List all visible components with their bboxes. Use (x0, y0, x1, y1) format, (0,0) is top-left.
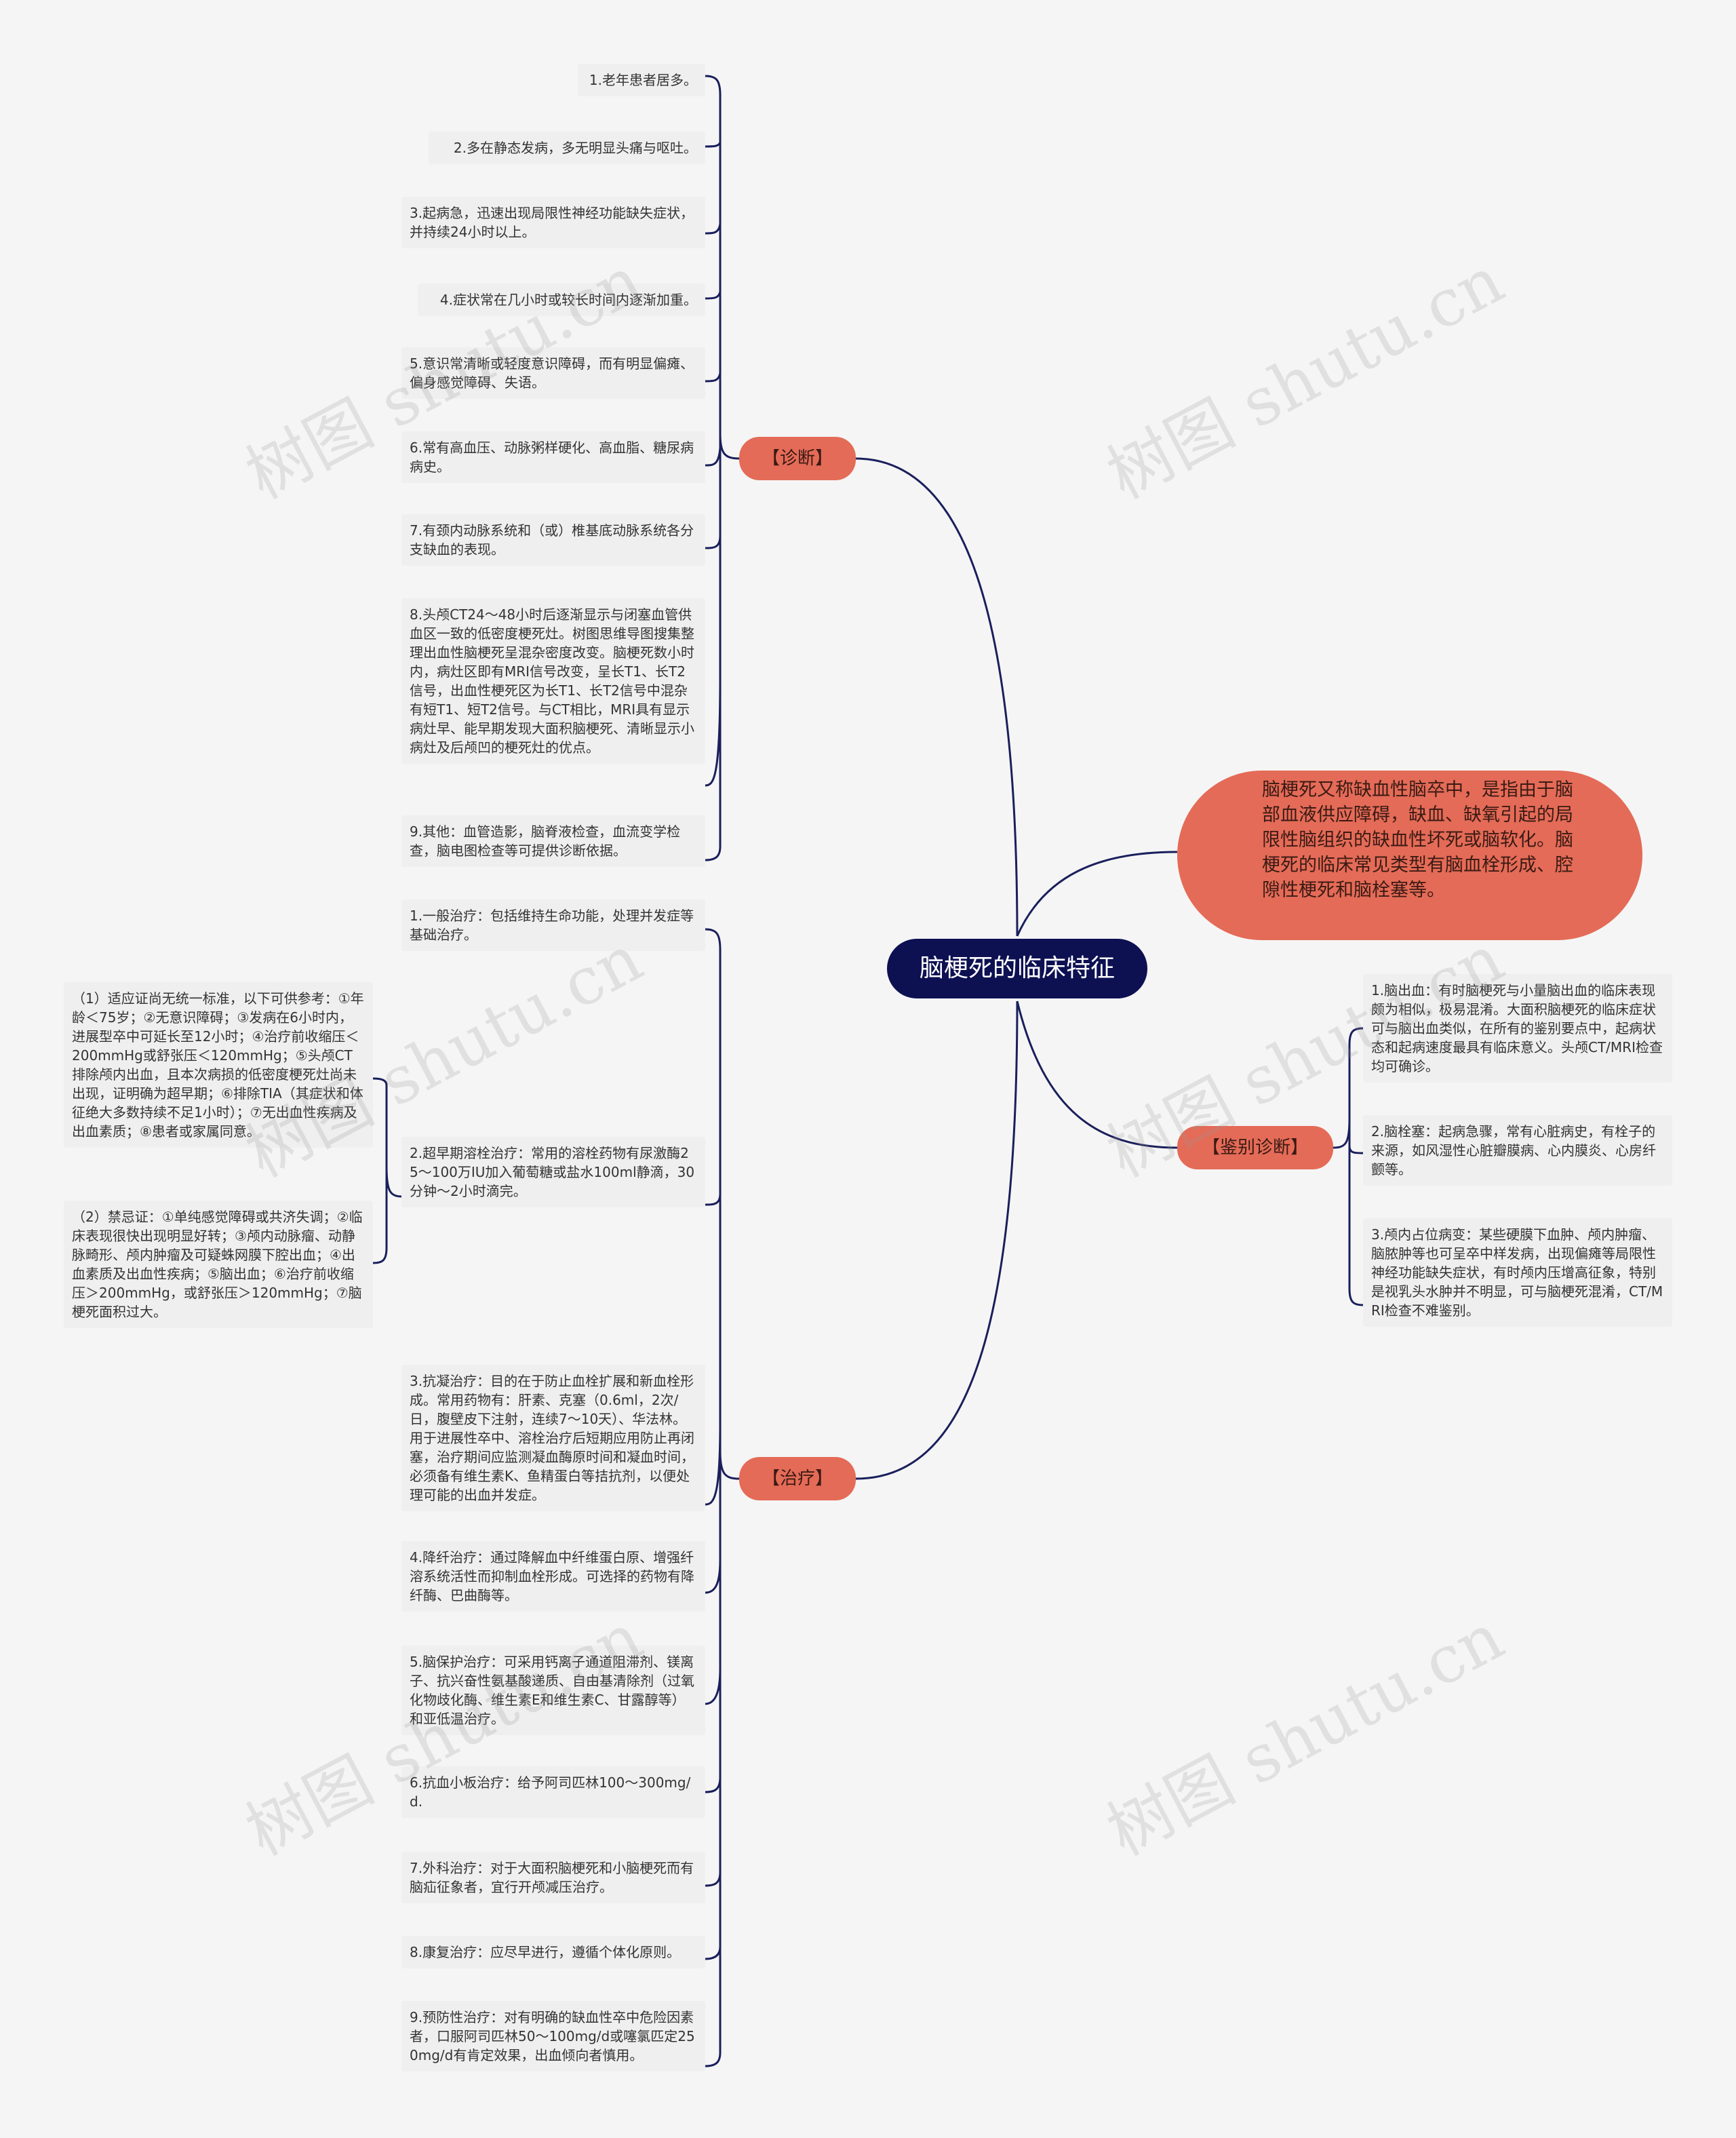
link-root-differential (1016, 1000, 1178, 1149)
diagnosis-item-4[interactable]: 4.症状常在几小时或较长时间内逐渐加重。 (418, 284, 705, 316)
branch-differential[interactable]: 【鉴别诊断】 (1177, 1126, 1333, 1169)
treatment-item-6[interactable]: 6.抗血小板治疗：给予阿司匹林100～300mg/d. (401, 1766, 705, 1818)
treatment-item-5[interactable]: 5.脑保护治疗：可采用钙离子通道阻滞剂、镁离子、抗兴奋性氨基酸递质、自由基清除剂… (401, 1646, 705, 1735)
watermark: 树图 shutu.cn (1095, 241, 1516, 514)
link-root-diagnosis (855, 457, 1019, 937)
treatment-item-2[interactable]: 2.超早期溶栓治疗：常用的溶栓药物有尿激酶25～100万IU加入葡萄糖或盐水10… (401, 1137, 705, 1207)
root-node[interactable]: 脑梗死的临床特征 (887, 939, 1147, 998)
diagnosis-item-1[interactable]: 1.老年患者居多。 (578, 64, 705, 96)
diagnosis-item-7[interactable]: 7.有颈内动脉系统和（或）椎基底动脉系统各分支缺血的表现。 (401, 514, 705, 566)
link-diagnosis-bracket (719, 433, 740, 460)
treatment-item-9[interactable]: 9.预防性治疗：对有明确的缺血性卒中危险因素者，口服阿司匹林50～100mg/d… (401, 2001, 705, 2072)
differential-item-1[interactable]: 1.脑出血：有时脑梗死与小量脑出血的临床表现颇为相似，极易混淆。大面积脑梗死的临… (1363, 974, 1672, 1083)
treatment-item-4[interactable]: 4.降纤治疗：通过降解血中纤维蛋白原、增强纤溶系统活性而抑制血栓形成。可选择的药… (401, 1541, 705, 1612)
thrombolysis-contraindications[interactable]: （2）禁忌证：①单纯感觉障碍或共济失调；②临床表现很快出现明显好转；③颅内动脉瘤… (64, 1201, 373, 1328)
diagnosis-item-6[interactable]: 6.常有高血压、动脉粥样硬化、高血脂、糖尿病病史。 (401, 431, 705, 483)
watermark: 树图 shutu.cn (1095, 1598, 1516, 1871)
treatment-item-3[interactable]: 3.抗凝治疗：目的在于防止血栓扩展和新血栓形成。常用药物有：肝素、克塞（0.6m… (401, 1365, 705, 1511)
treatment-item-8[interactable]: 8.康复治疗：应尽早进行，遵循个体化原则。 (401, 1936, 705, 1968)
diagnosis-item-2[interactable]: 2.多在静态发病，多无明显头痛与呕吐。 (429, 132, 705, 164)
link-root-treatment (855, 1000, 1019, 1480)
treatment-item-1[interactable]: 1.一般治疗：包括维持生命功能，处理并发症等基础治疗。 (401, 899, 705, 951)
link-root-description (1016, 851, 1178, 937)
thrombolysis-indications[interactable]: （1）适应证尚无统一标准，以下可供参考：①年龄＜75岁；②无意识障碍；③发病在6… (64, 982, 373, 1148)
diagnosis-item-8[interactable]: 8.头颅CT24～48小时后逐渐显示与闭塞血管供血区一致的低密度梗死灶。树图思维… (401, 598, 705, 764)
branch-diagnosis[interactable]: 【诊断】 (739, 437, 856, 480)
diagnosis-item-9[interactable]: 9.其他：血管造影，脑脊液检查，血流变学检查，脑电图检查等可提供诊断依据。 (401, 815, 705, 867)
diagnosis-item-3[interactable]: 3.起病急，迅速出现局限性神经功能缺失症状，并持续24小时以上。 (401, 197, 705, 248)
branch-treatment[interactable]: 【治疗】 (739, 1457, 856, 1500)
differential-item-2[interactable]: 2.脑栓塞：起病急骤，常有心脏病史，有栓子的来源，如风湿性心脏瓣膜病、心内膜炎、… (1363, 1115, 1672, 1186)
diagnosis-item-5[interactable]: 5.意识常清晰或轻度意识障碍，而有明显偏瘫、偏身感觉障碍、失语。 (401, 347, 705, 399)
description-node[interactable]: 脑梗死又称缺血性脑卒中，是指由于脑部血液供应障碍，缺血、缺氧引起的局限性脑组织的… (1177, 771, 1642, 940)
differential-item-3[interactable]: 3.颅内占位病变：某些硬膜下血肿、颅内肿瘤、脑脓肿等也可呈卒中样发病，出现偏瘫等… (1363, 1218, 1672, 1327)
treatment-item-7[interactable]: 7.外科治疗：对于大面积脑梗死和小脑梗死而有脑疝征象者，宜行开颅减压治疗。 (401, 1852, 705, 1903)
